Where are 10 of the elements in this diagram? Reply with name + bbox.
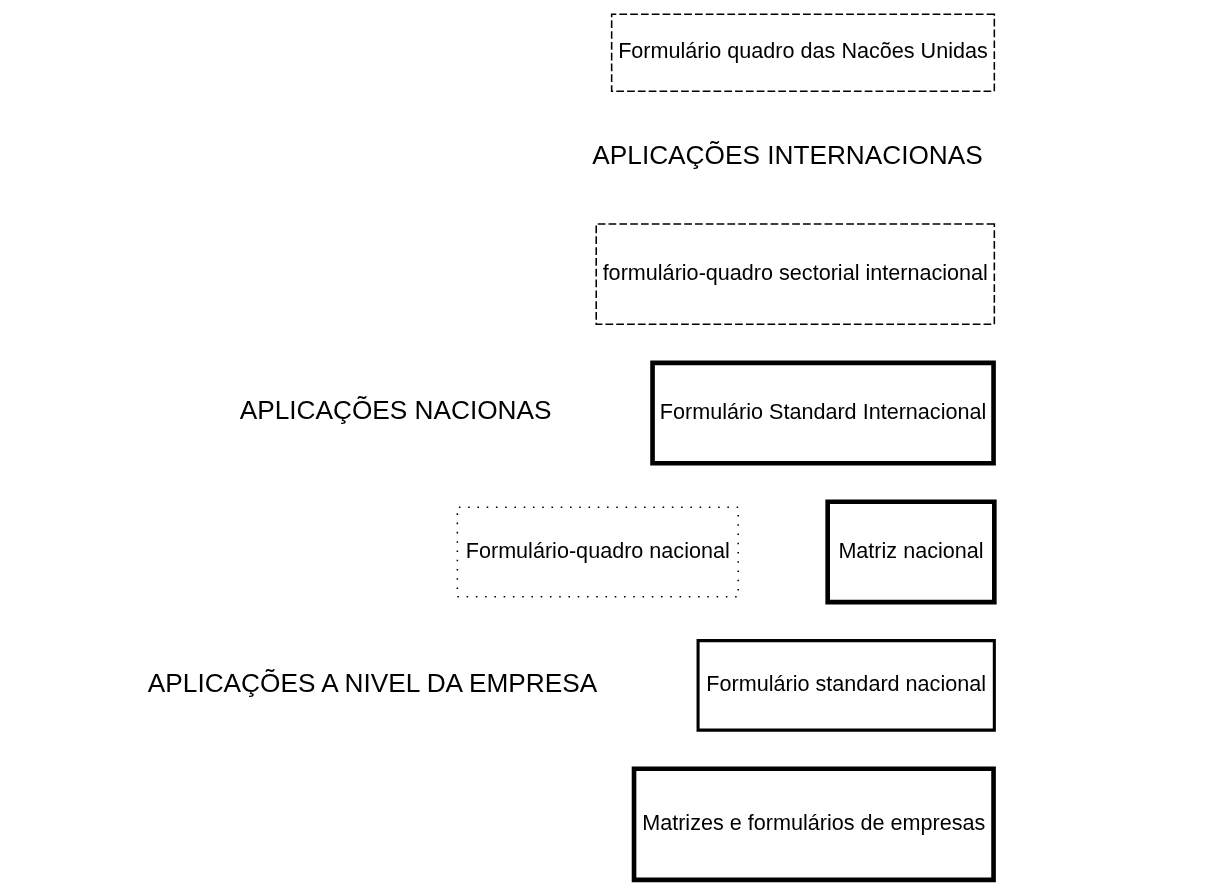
node-box: Matriz nacional — [825, 499, 997, 605]
label: APLICAÇÕES A NIVEL DA EMPRESA — [147, 667, 598, 698]
node-box: Formulário quadro das Nacões Unidas — [610, 13, 996, 93]
node-box: formulário-quadro sectorial internacional — [595, 223, 996, 326]
node-box: Formulário standard nacional — [696, 639, 996, 732]
label: APLICAÇÕES NACIONAS — [239, 395, 552, 426]
node-box: Matrizes e formulários de empresas — [631, 766, 996, 883]
node-box: Formulário-quadro nacional — [456, 506, 739, 598]
node-box: Formulário Standard Internacional — [650, 360, 996, 466]
label: APLICAÇÕES INTERNACIONAS — [592, 140, 983, 171]
